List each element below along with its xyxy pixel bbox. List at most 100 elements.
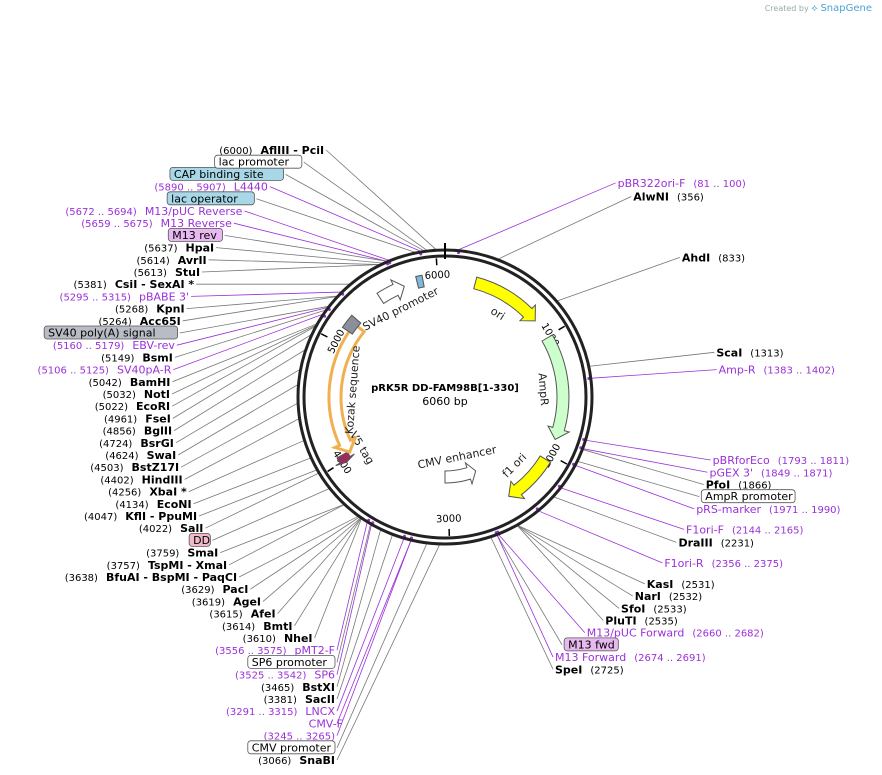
label-prs-marker[interactable]: pRS-marker(1971 .. 1990) <box>696 503 840 516</box>
label-ebv-rev[interactable]: (5160 .. 5179)EBV-rev <box>53 339 175 352</box>
label-cap-binding-site[interactable]: CAP binding site <box>169 166 284 181</box>
label-lac-promoter[interactable]: lac promoter <box>214 154 303 169</box>
primer-label: (3556 .. 3575)pMT2-F <box>215 644 335 657</box>
leader-line <box>233 222 387 262</box>
feature-tag-text: lac operator <box>171 192 238 205</box>
leader-line <box>591 369 717 379</box>
label-pbabe-3[interactable]: (5295 .. 5315)pBABE 3' <box>60 290 190 303</box>
label-f1ori-f[interactable]: F1ori-F(2144 .. 2165) <box>686 523 803 536</box>
enzyme-label: (3638)BfuAI - BspMI - PaqCI <box>65 571 237 584</box>
label-ahdi[interactable]: AhdI(833) <box>682 251 745 264</box>
label-bsrgi[interactable]: (4724)BsrGI <box>99 437 174 450</box>
label-bglii[interactable]: (4856)BglII <box>103 425 172 438</box>
label-avrii[interactable]: (5614)AvrII <box>136 254 206 267</box>
label-pfoi[interactable]: PfoI(1866) <box>706 478 772 491</box>
feature-tag-text: lac promoter <box>219 156 290 169</box>
primer-label: (5160 .. 5179)EBV-rev <box>53 339 175 352</box>
leader-line <box>325 149 437 250</box>
label-ecori[interactable]: (5022)EcoRI <box>95 400 170 413</box>
label-afei[interactable]: (3615)AfeI <box>209 608 275 621</box>
label-pbr322ori-f[interactable]: pBR322ori-F(81 .. 100) <box>618 177 746 190</box>
label-hpai[interactable]: (5637)HpaI <box>144 242 214 255</box>
label-afliii-pcii[interactable]: (6000)AflIII - PciI <box>219 144 324 157</box>
label-cmv-f[interactable]: CMV-F <box>309 717 343 730</box>
label-spei[interactable]: SpeI(2725) <box>555 663 624 676</box>
label-acc65i[interactable]: (5264)Acc65I <box>99 315 181 328</box>
primer-label: (5890 .. 5907)L4440 <box>154 181 268 194</box>
label-nari[interactable]: NarI(2532) <box>635 590 703 603</box>
label-m13-fwd[interactable]: M13 fwd <box>563 637 619 652</box>
feature-tag-text: M13 rev <box>172 229 217 242</box>
label-bsmi[interactable]: (5149)BsmI <box>101 351 173 364</box>
feature-lac-operator[interactable] <box>415 274 425 289</box>
feature-cmv-enhancer[interactable] <box>444 461 477 486</box>
label-dd[interactable]: DD <box>188 533 211 547</box>
label-fsei[interactable]: (4961)FseI <box>104 412 171 425</box>
enzyme-label: AhdI(833) <box>682 251 745 264</box>
label-pmt2-f[interactable]: (3556 .. 3575)pMT2-F <box>215 644 335 657</box>
label-scai[interactable]: ScaI(1313) <box>716 346 783 359</box>
label-pgex-3[interactable]: pGEX 3'(1849 .. 1871) <box>709 466 832 479</box>
leader-line <box>220 504 344 553</box>
label-sv40pa-r[interactable]: (5106 .. 5125)SV40pA-R <box>38 364 172 377</box>
label-tspmi-xmai[interactable]: (3757)TspMI - XmaI <box>107 559 227 572</box>
label-m13-rev[interactable]: M13 rev <box>167 227 223 242</box>
label-l4440[interactable]: (5890 .. 5907)L4440 <box>154 181 268 194</box>
feature-f1-ori[interactable] <box>508 455 552 500</box>
label-kpni[interactable]: (5268)KpnI <box>115 303 185 316</box>
label-m13-puc-reverse[interactable]: (5672 .. 5694)M13/pUC Reverse <box>65 205 242 218</box>
label-bamhi[interactable]: (5042)BamHI <box>89 376 171 389</box>
feature-tag-text: CAP binding site <box>174 168 264 181</box>
label-kasi[interactable]: KasI(2531) <box>647 578 715 591</box>
label-swai[interactable]: (4624)SwaI <box>105 449 176 462</box>
enzyme-label: (5268)KpnI <box>115 303 185 316</box>
primer-label: CMV-F <box>309 717 343 730</box>
label-snabi[interactable]: (3066)SnaBI <box>258 754 335 767</box>
feature-ampr[interactable] <box>541 334 571 441</box>
label-lac-operator[interactable]: lac operator <box>166 191 255 206</box>
primer-label: (5106 .. 5125)SV40pA-R <box>38 364 172 377</box>
label-bfuai-bspmi-paqci[interactable]: (3638)BfuAI - BspMI - PaqCI <box>65 571 237 584</box>
label-m13-reverse[interactable]: (5659 .. 5675)M13 Reverse <box>81 217 232 230</box>
feature-v5-tag[interactable] <box>335 451 355 467</box>
label-bstxi[interactable]: (3465)BstXI <box>261 681 335 694</box>
label-stui[interactable]: (5613)StuI <box>134 266 200 279</box>
label-range[interactable]: (3245 .. 3265) <box>264 732 336 743</box>
label-csii-sexai[interactable]: (5381)CsiI - SexAI * <box>74 278 195 291</box>
feature-ori[interactable] <box>473 276 536 322</box>
label-ampr-promoter[interactable]: AmpR promoter <box>700 489 796 504</box>
label-m13-forward[interactable]: M13 Forward(2674 .. 2691) <box>555 651 706 664</box>
label-kfli-ppumi[interactable]: (4047)KflI - PpuMI <box>84 510 197 523</box>
label-cmv-promoter[interactable]: CMV promoter <box>247 740 336 755</box>
label-noti[interactable]: (5032)NotI <box>103 388 170 401</box>
primer-label: Amp-R(1383 .. 1402) <box>719 364 835 377</box>
label-lncx[interactable]: (3291 .. 3315)LNCX <box>226 705 335 718</box>
label-sacii[interactable]: (3381)SacII <box>264 693 335 706</box>
label-sp6[interactable]: (3525 .. 3542)SP6 <box>235 669 335 682</box>
label-paci[interactable]: (3629)PacI <box>181 583 248 596</box>
label-xbai[interactable]: (4256)XbaI * <box>108 486 187 499</box>
label-pluti[interactable]: PluTI(2535) <box>605 614 678 627</box>
label-nhei[interactable]: (3610)NheI <box>243 632 313 645</box>
label-agei[interactable]: (3619)AgeI <box>192 595 261 608</box>
label-pbrforeco[interactable]: pBRforEco(1793 .. 1811) <box>713 454 850 467</box>
label-sali[interactable]: (4022)SalI <box>139 522 203 535</box>
label-bmti[interactable]: (3614)BmtI <box>222 620 292 633</box>
label-econi[interactable]: (4134)EcoNI <box>115 498 191 511</box>
label-amp-r[interactable]: Amp-R(1383 .. 1402) <box>719 364 835 377</box>
label-draiii[interactable]: DraIII(2231) <box>678 536 754 549</box>
label-sp6-promoter[interactable]: SP6 promoter <box>247 655 336 669</box>
label-sfoi[interactable]: SfoI(2533) <box>621 602 687 615</box>
label-smai[interactable]: (3759)SmaI <box>146 547 218 560</box>
label-f1ori-r[interactable]: F1ori-R(2356 .. 2375) <box>664 557 783 570</box>
feature-kozak-sequence[interactable] <box>327 321 367 454</box>
label-m13-puc-forward[interactable]: M13/pUC Forward(2660 .. 2682) <box>587 627 764 640</box>
label-bstz17i[interactable]: (4503)BstZ17I <box>90 461 179 474</box>
leader-line <box>583 448 708 473</box>
label-alwni[interactable]: AlwNI(356) <box>633 190 704 203</box>
feature-sv40-poly-a-signal[interactable] <box>341 314 362 335</box>
label-sv40-poly-a-signal[interactable]: SV40 poly(A) signal <box>43 325 178 340</box>
leader-line <box>172 323 317 383</box>
feature-sv40-promoter[interactable] <box>376 278 405 305</box>
label-hindiii[interactable]: (4402)HindIII <box>100 473 182 486</box>
